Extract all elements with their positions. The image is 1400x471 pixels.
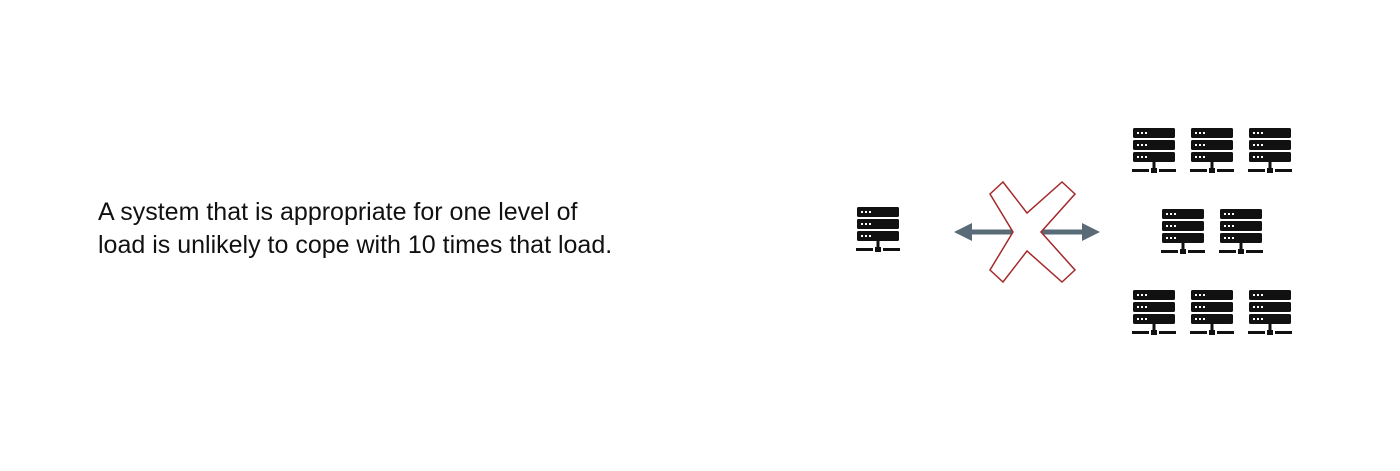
- server-cluster: [1132, 128, 1292, 335]
- cluster-server-icon: [1190, 290, 1234, 335]
- caption-line-2: load is unlikely to cope with 10 times t…: [98, 231, 613, 259]
- caption-line-1: A system that is appropriate for one lev…: [98, 198, 578, 226]
- single-server-icon: [856, 207, 900, 252]
- cluster-server-icon: [1248, 128, 1292, 173]
- cluster-server-icon: [1190, 128, 1234, 173]
- caption-text: A system that is appropriate for one lev…: [98, 196, 738, 262]
- cluster-server-icon: [1132, 128, 1176, 173]
- cluster-server-icon: [1132, 290, 1176, 335]
- cluster-server-icon: [1161, 209, 1205, 254]
- cross-icon: [989, 180, 1077, 284]
- cluster-server-icon: [1219, 209, 1263, 254]
- cluster-server-icon: [1248, 290, 1292, 335]
